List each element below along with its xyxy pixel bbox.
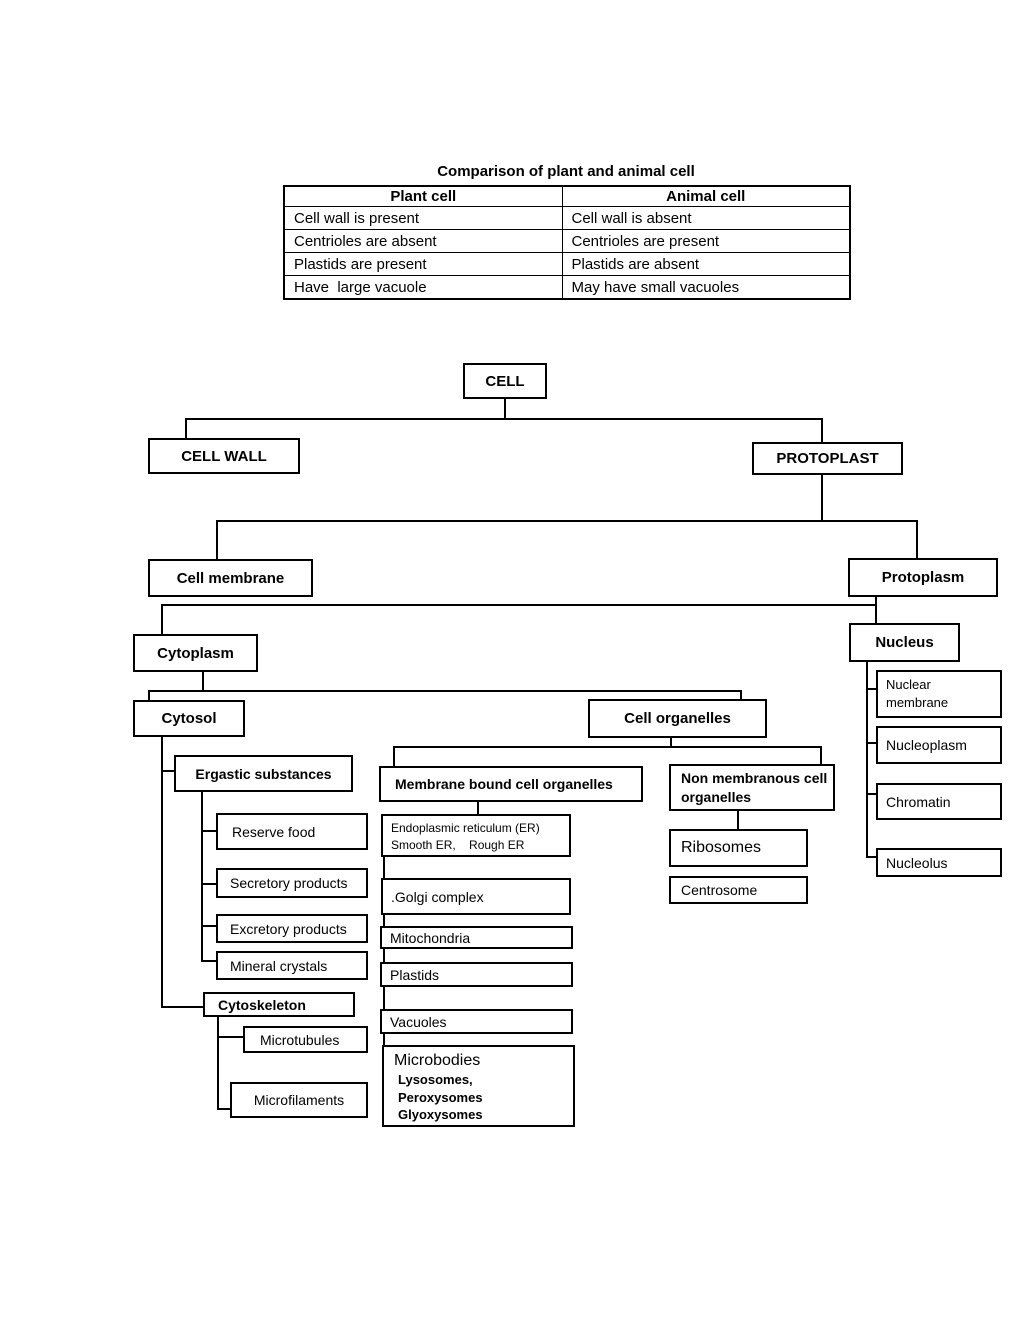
connector [217,1108,230,1110]
node-microfilaments: Microfilaments [230,1082,368,1118]
comparison-table: Plant cell Animal cell Cell wall is pres… [283,185,851,300]
node-endoplasmic-reticulum: Endoplasmic reticulum (ER) Smooth ER, Ro… [381,814,571,857]
node-cell-organelles: Cell organelles [588,699,767,738]
table-header-row: Plant cell Animal cell [283,185,851,207]
connector [820,746,822,764]
node-cell-wall: CELL WALL [148,438,300,474]
microbodies-item: Lysosomes, [398,1072,473,1087]
connector [383,915,385,926]
connector [737,811,739,829]
er-line-2: Smooth ER, Rough ER [391,838,525,853]
table-row: Have large vacuole May have small vacuol… [283,275,851,300]
connector [161,1006,203,1008]
node-ribosomes: Ribosomes [669,829,808,867]
connector [866,742,876,744]
node-reserve-food: Reserve food [216,813,368,850]
node-protoplasm: Protoplasm [848,558,998,597]
node-excretory-products: Excretory products [216,914,368,943]
node-ergastic-substances: Ergastic substances [174,755,353,792]
connector [916,520,918,558]
connector [866,793,876,795]
microbodies-item: Peroxysomes [398,1089,483,1105]
connector [148,690,150,700]
connector [393,746,395,766]
microbodies-item: Glyoxysomes [398,1107,483,1123]
cell-plant: Cell wall is present [283,206,563,230]
node-nuclear-membrane: Nuclear membrane [876,670,1002,718]
connector [161,770,174,772]
connector [821,474,823,520]
node-mitochondria: Mitochondria [380,926,573,949]
node-nucleolus: Nucleolus [876,848,1002,877]
connector [740,690,742,699]
connector [201,883,216,885]
connector [161,604,877,606]
table-row: Centrioles are absent Centrioles are pre… [283,229,851,253]
connector [201,792,203,962]
connector [821,418,823,442]
node-secretory-products: Secretory products [216,868,368,898]
node-centrosome: Centrosome [669,876,808,904]
column-header-animal-cell: Animal cell [561,185,851,207]
connector [670,738,672,746]
node-cytosol: Cytosol [133,700,245,737]
node-protoplast: PROTOPLAST [752,442,903,475]
connector [201,960,216,962]
node-non-membranous-organelles: Non membranous cell organelles [669,764,835,811]
connector [185,418,187,438]
cell-animal: Plastids are absent [561,252,851,276]
connector [201,830,216,832]
connector [866,856,876,858]
er-line-1: Endoplasmic reticulum (ER) [391,821,540,835]
connector [866,688,876,690]
connector [161,737,163,1008]
cell-animal: May have small vacuoles [561,275,851,300]
node-microbodies: Microbodies Lysosomes, Peroxysomes Glyox… [382,1045,575,1127]
node-microtubules: Microtubules [243,1026,368,1053]
node-cytoplasm: Cytoplasm [133,634,258,672]
connector [185,418,823,420]
connector [202,672,204,690]
connector [148,690,742,692]
node-chromatin: Chromatin [876,783,1002,820]
connector [201,925,216,927]
connector [383,1034,385,1045]
connector [477,802,479,814]
table-title: Comparison of plant and animal cell [437,163,695,180]
table-row: Cell wall is present Cell wall is absent [283,206,851,230]
table-row: Plastids are present Plastids are absent [283,252,851,276]
connector [217,1036,243,1038]
connector [217,1016,219,1110]
connector [383,857,385,878]
node-vacuoles: Vacuoles [380,1009,573,1034]
cell-animal: Cell wall is absent [561,206,851,230]
column-header-plant-cell: Plant cell [283,185,563,207]
node-nucleoplasm: Nucleoplasm [876,726,1002,764]
node-nucleus: Nucleus [849,623,960,662]
connector [866,662,868,858]
node-cytoskeleton: Cytoskeleton [203,992,355,1017]
connector [383,949,385,962]
node-golgi-complex: .Golgi complex [381,878,571,915]
connector [216,520,918,522]
connector [504,399,506,418]
node-plastids: Plastids [380,962,573,987]
node-membrane-bound-organelles: Membrane bound cell organelles [379,766,643,802]
connector [393,746,822,748]
connector [216,520,218,559]
cell-plant: Plastids are present [283,252,563,276]
cell-plant: Have large vacuole [283,275,563,300]
microbodies-title: Microbodies [394,1052,481,1069]
node-mineral-crystals: Mineral crystals [216,951,368,980]
cell-animal: Centrioles are present [561,229,851,253]
node-cell: CELL [463,363,547,399]
connector [161,604,163,634]
node-cell-membrane: Cell membrane [148,559,313,597]
cell-plant: Centrioles are absent [283,229,563,253]
connector [383,987,385,1009]
connector [875,597,877,623]
